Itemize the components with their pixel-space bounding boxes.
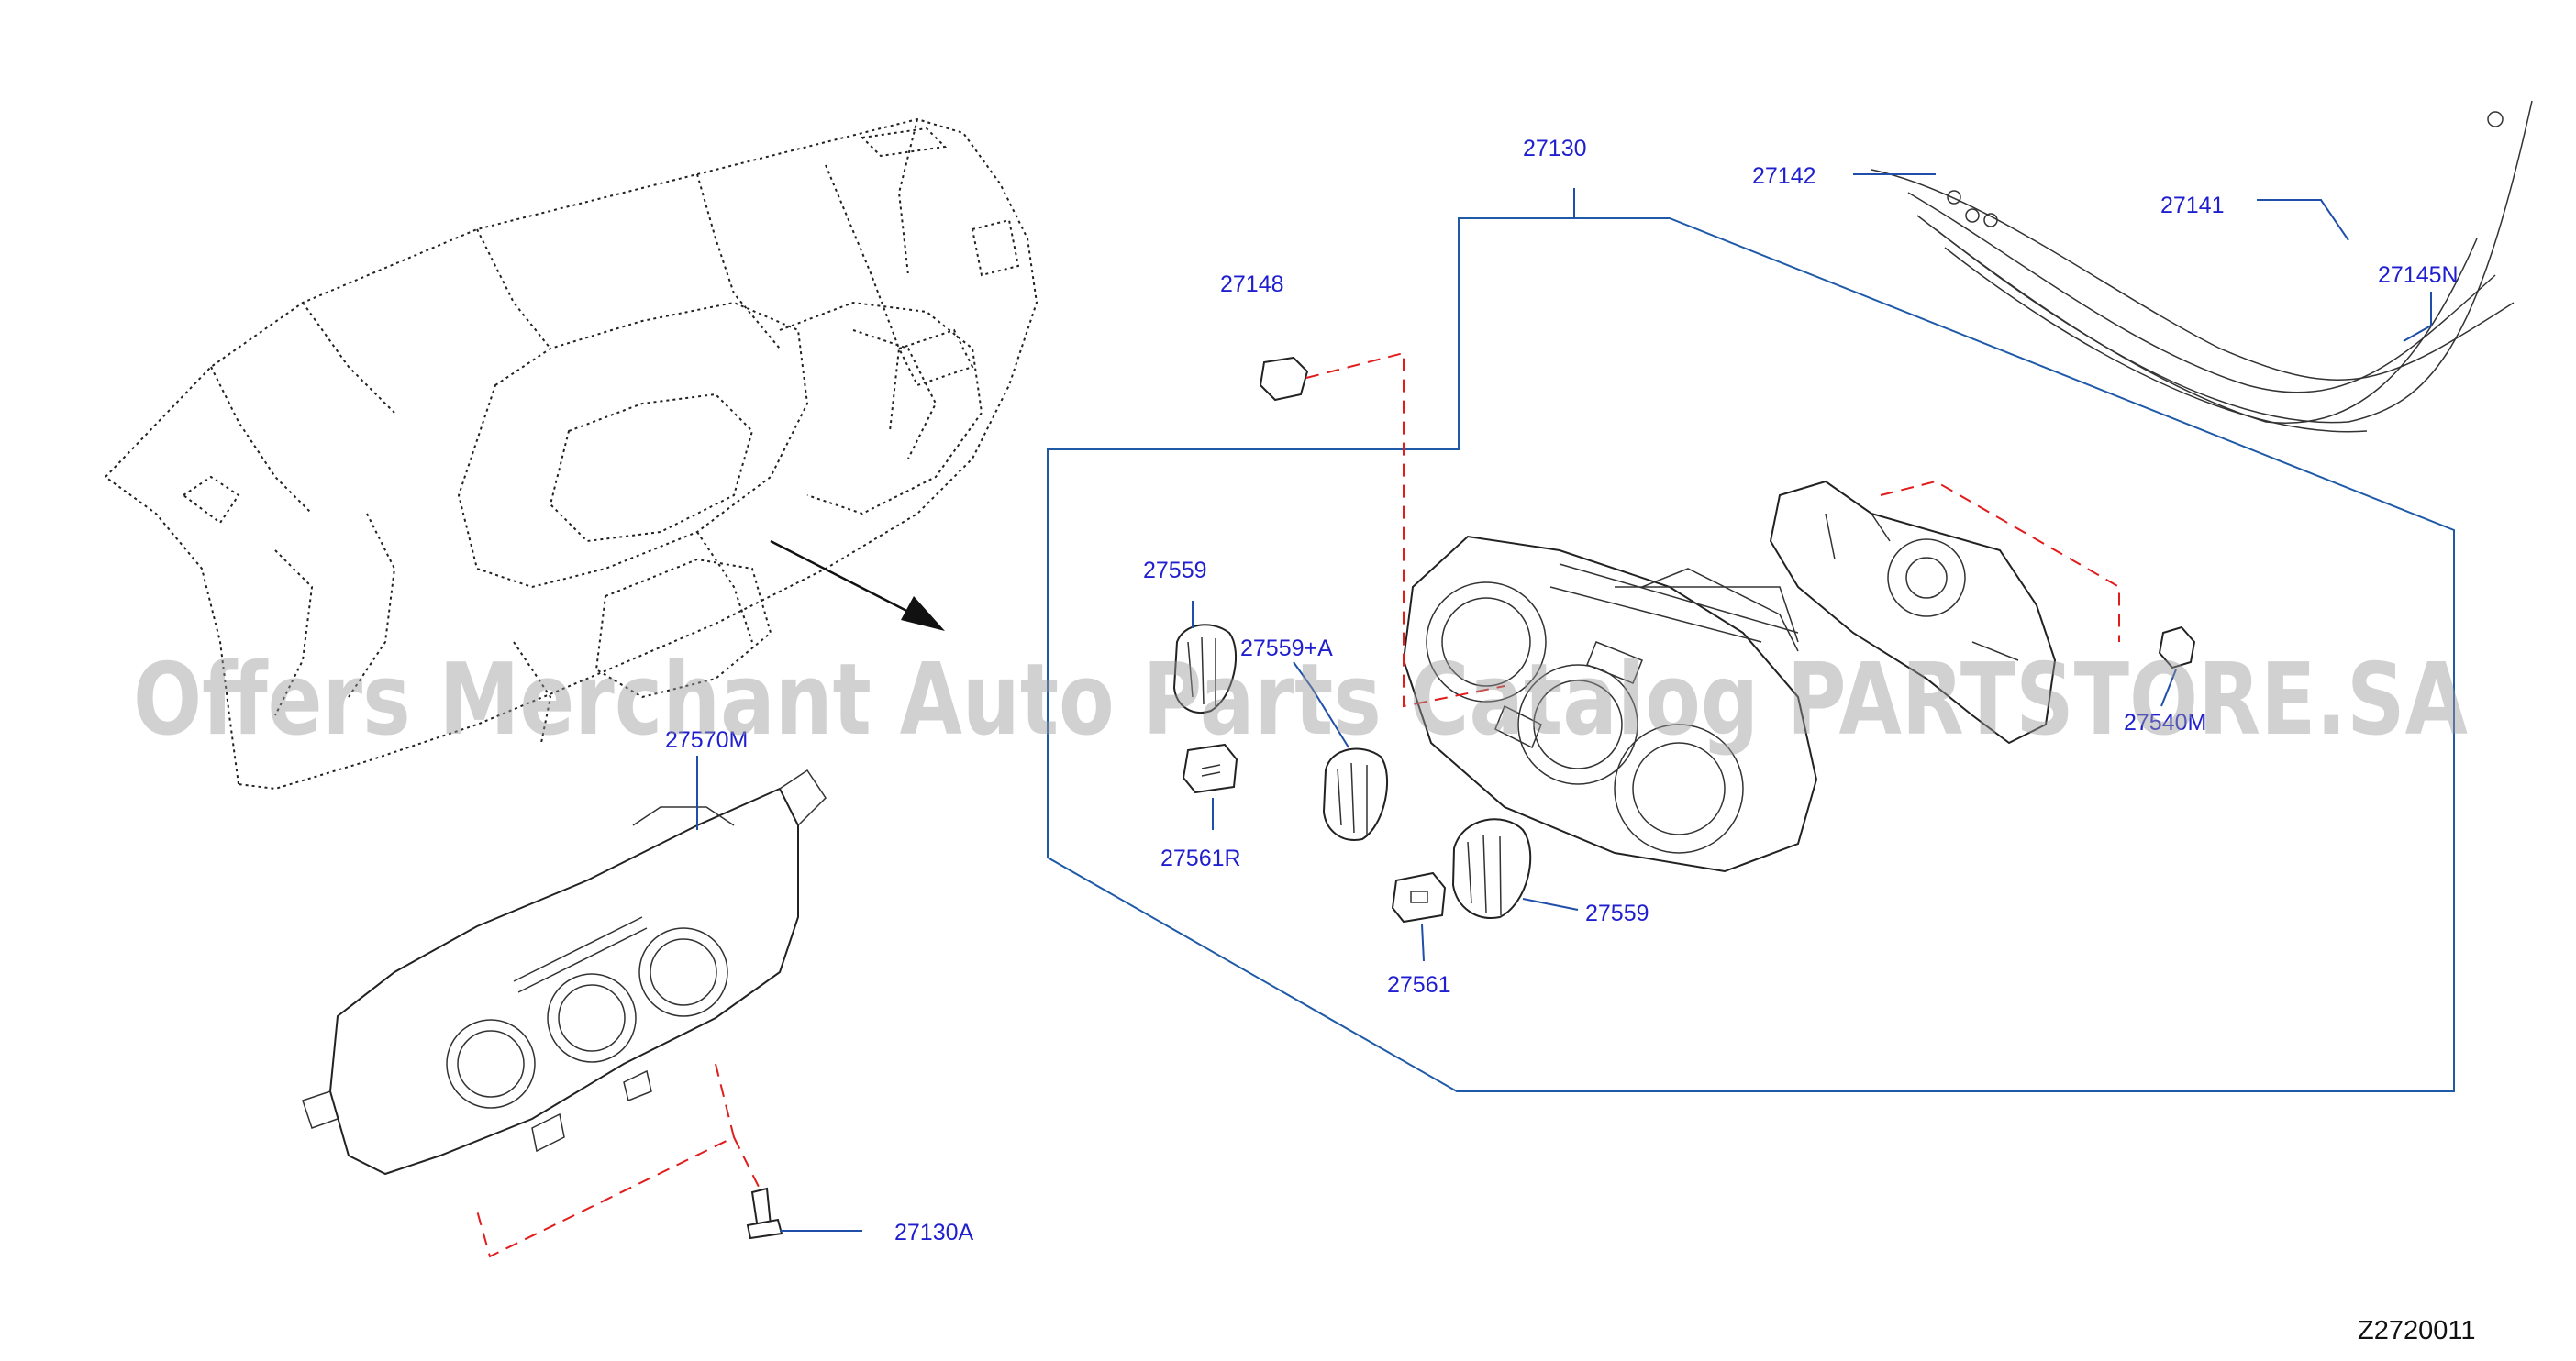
watermark-text: Offers Merchant Auto Parts Catalog PARTS… (133, 643, 2468, 758)
callout-labels: 27130 27142 27141 27145N 27148 27559 275… (665, 136, 2459, 1245)
callout-27559a: 27559+A (1240, 636, 1333, 661)
direction-arrow (770, 539, 945, 631)
callout-27570m: 27570M (665, 727, 748, 753)
cables (1871, 100, 2533, 433)
finisher-panel-27570m (302, 769, 827, 1176)
callout-27561r: 27561R (1160, 846, 1241, 871)
switch-27561r (1182, 743, 1238, 794)
callout-27145n: 27145N (2378, 262, 2459, 288)
callout-27142: 27142 (1752, 163, 1816, 189)
switch-27561 (1391, 871, 1447, 924)
control-head-unit (1402, 535, 1818, 873)
leader-lines (696, 173, 2432, 1232)
callout-27561: 27561 (1387, 972, 1451, 998)
screw-27130a (746, 1187, 783, 1240)
assembly-outline (1047, 217, 2455, 1092)
alignment-dashes (476, 351, 2120, 1258)
callout-27559-bottom: 27559 (1585, 901, 1649, 926)
knob-27559-a (1322, 747, 1388, 841)
knob-27148 (1259, 356, 1309, 402)
knob-27559-top (1172, 624, 1237, 714)
callout-27559-top: 27559 (1143, 558, 1207, 583)
callout-27130: 27130 (1523, 136, 1587, 161)
bulb-27540m (2158, 625, 2196, 669)
callout-27130a: 27130A (894, 1220, 974, 1245)
figure-code: Z2720011 (2358, 1316, 2475, 1345)
rear-bracket (1769, 480, 2057, 745)
callout-27148: 27148 (1220, 271, 1284, 297)
dashboard-illustration (105, 117, 1038, 791)
callout-27141: 27141 (2160, 193, 2225, 218)
knob-27559-bottom (1451, 818, 1532, 919)
callout-27540m: 27540M (2124, 710, 2206, 736)
